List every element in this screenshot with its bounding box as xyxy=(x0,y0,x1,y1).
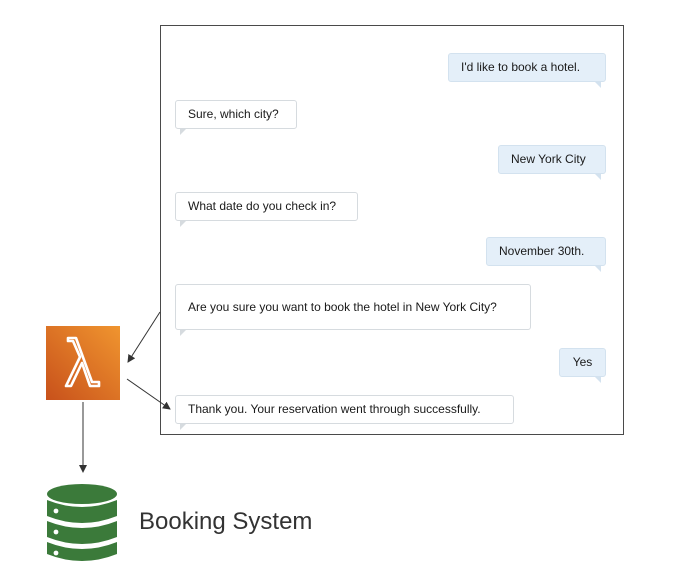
bubble-tail xyxy=(180,423,187,430)
bubble-tail xyxy=(180,128,187,135)
message-text: I'd like to book a hotel. xyxy=(461,60,581,74)
bubble-tail xyxy=(594,376,601,383)
bubble-tail xyxy=(594,173,601,180)
message-text: What date do you check in? xyxy=(188,199,337,213)
bubble-tail xyxy=(594,265,601,272)
user-message-1: I'd like to book a hotel. xyxy=(448,53,606,88)
bubble-tail xyxy=(180,329,187,336)
bubble-tail xyxy=(594,81,601,88)
message-text: Yes xyxy=(572,355,593,369)
user-message-3: November 30th. xyxy=(486,237,606,272)
bubble-tail xyxy=(180,220,187,227)
bot-message-3: Are you sure you want to book the hotel … xyxy=(175,284,531,336)
message-text: New York City xyxy=(511,152,586,166)
database-icon xyxy=(47,484,117,561)
bot-message-1: Sure, which city? xyxy=(175,100,297,135)
message-text: Sure, which city? xyxy=(188,107,279,121)
bot-message-4: Thank you. Your reservation went through… xyxy=(175,395,514,430)
message-text: Are you sure you want to book the hotel … xyxy=(188,299,497,314)
user-message-2: New York City xyxy=(498,145,606,180)
message-text: November 30th. xyxy=(499,244,585,258)
user-message-4: Yes xyxy=(559,348,606,383)
chat-window xyxy=(160,25,624,435)
message-text: Thank you. Your reservation went through… xyxy=(188,402,481,416)
bot-message-2: What date do you check in? xyxy=(175,192,358,227)
booking-system-label: Booking System xyxy=(139,508,313,535)
lambda-icon xyxy=(46,326,120,400)
arrow-to-lambda xyxy=(127,311,161,363)
